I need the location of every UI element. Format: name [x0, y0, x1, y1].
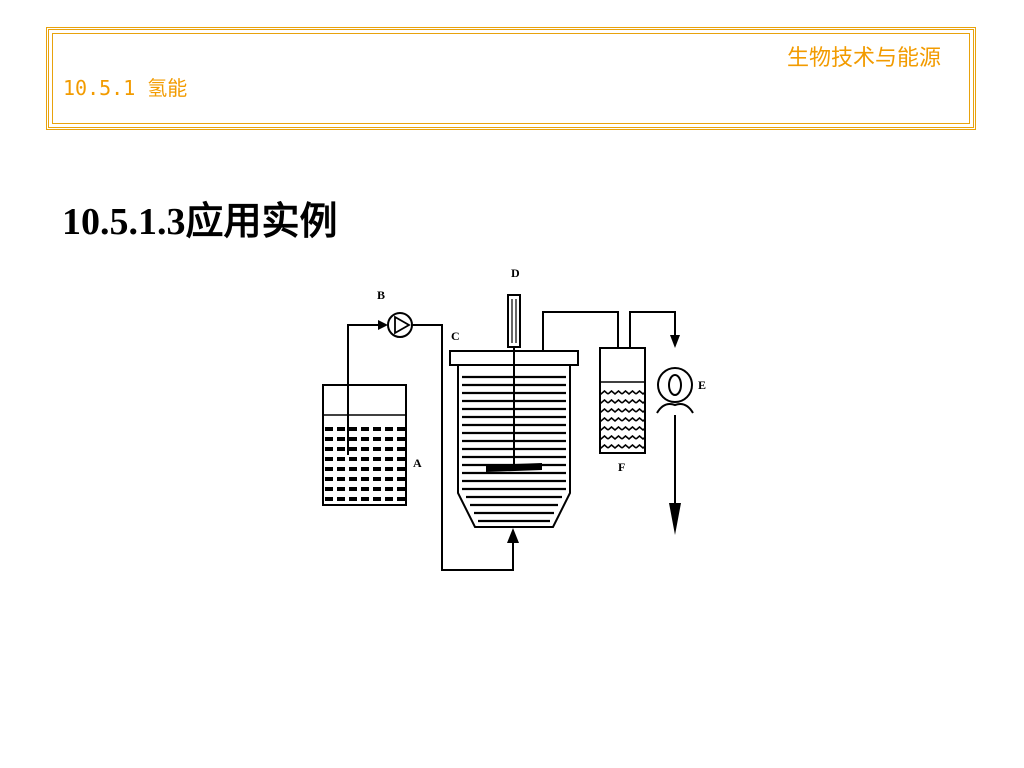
gas-meter-line: [629, 311, 676, 348]
reactor-feed-line: [412, 324, 514, 571]
section-label: 10.5.1 氢能: [63, 76, 188, 100]
label-a: A: [413, 456, 422, 470]
gas-meter-e: [656, 367, 694, 414]
gas-meter-arrow: [670, 335, 680, 348]
label-f: F: [618, 460, 625, 474]
header-frame: 生物技术与能源 10.5.1 氢能: [46, 27, 976, 130]
gas-washer-f: [599, 347, 646, 454]
label-c: C: [451, 329, 460, 343]
pump-b: [387, 312, 413, 338]
course-title: 生物技术与能源: [786, 46, 941, 71]
slide-heading: 10.5.1.3应用实例: [62, 201, 338, 243]
exhaust-arrow: [669, 503, 681, 535]
label-d: D: [511, 266, 520, 280]
feed-line: [347, 324, 380, 455]
feed-line-arrow: [378, 320, 388, 330]
label-b: B: [377, 288, 385, 302]
bioreactor-diagram: A B C: [322, 266, 706, 571]
stirrer-d: [486, 294, 542, 472]
feed-tank-a: [322, 384, 407, 506]
reactor-feed-arrow: [507, 528, 519, 543]
label-e: E: [698, 378, 706, 392]
